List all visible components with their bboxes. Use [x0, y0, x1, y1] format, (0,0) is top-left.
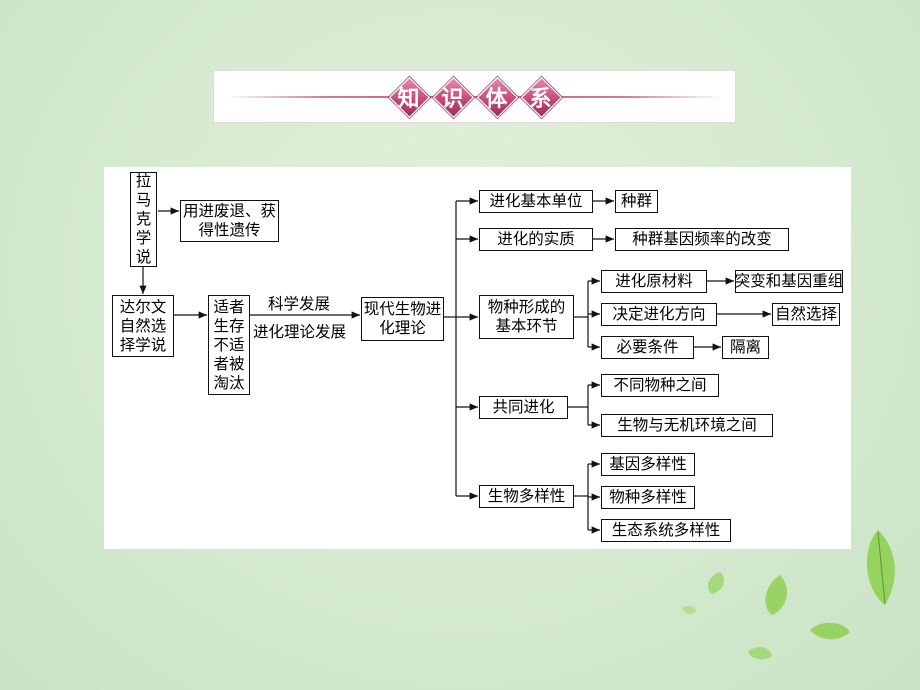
section-banner: 知 识 体 系 [213, 70, 736, 123]
between-species-box: 不同物种之间 [601, 374, 719, 397]
direction-box: 决定进化方向 [601, 303, 717, 326]
essence-box: 进化的实质 [479, 228, 593, 251]
raw-material-box: 进化原材料 [601, 270, 707, 293]
survival-box: 适者生存不适者被淘汰 [208, 295, 250, 395]
use-disuse-box: 用进废退、获得性遗传 [180, 200, 279, 242]
selection-box: 自然选择 [772, 303, 840, 326]
leaf-icon [765, 575, 787, 615]
leaf-icon [748, 647, 772, 660]
between-environment-box: 生物与无机环境之间 [601, 414, 773, 437]
leaves-decoration [682, 530, 895, 660]
condition-box: 必要条件 [601, 336, 694, 359]
speciation-box: 物种形成的基本环节 [479, 295, 574, 339]
connector-lines [139, 197, 771, 534]
edge-label-top: 科学发展 [268, 295, 331, 313]
banner-char: 知 [389, 77, 429, 117]
knowledge-map: 拉马克学说 用进废退、获得性遗传 达尔文自然选择学说 适者生存不适者被淘汰 科学… [104, 167, 851, 549]
population-box: 种群 [615, 190, 658, 213]
banner-char: 识 [433, 77, 473, 117]
biodiversity-box: 生物多样性 [479, 485, 574, 508]
isolation-box: 隔离 [722, 336, 769, 359]
gene-frequency-box: 种群基因频率的改变 [615, 228, 789, 251]
leaf-icon [810, 622, 850, 640]
lamarck-box: 拉马克学说 [130, 172, 157, 267]
genetic-diversity-box: 基因多样性 [601, 453, 695, 476]
leaf-icon [682, 605, 696, 615]
coevolution-box: 共同进化 [479, 396, 568, 419]
banner-char: 系 [521, 77, 561, 117]
leaf-icon [866, 530, 895, 605]
banner-char: 体 [477, 77, 517, 117]
ecosystem-diversity-box: 生态系统多样性 [601, 519, 731, 542]
edge-label-bottom: 进化理论发展 [253, 323, 347, 341]
unit-box: 进化基本单位 [479, 190, 593, 213]
species-diversity-box: 物种多样性 [601, 486, 695, 509]
darwin-box: 达尔文自然选择学说 [112, 295, 174, 357]
mutation-box: 突变和基因重组 [735, 270, 843, 293]
leaf-icon [707, 572, 725, 594]
modern-theory-box: 现代生物进化理论 [361, 297, 444, 341]
